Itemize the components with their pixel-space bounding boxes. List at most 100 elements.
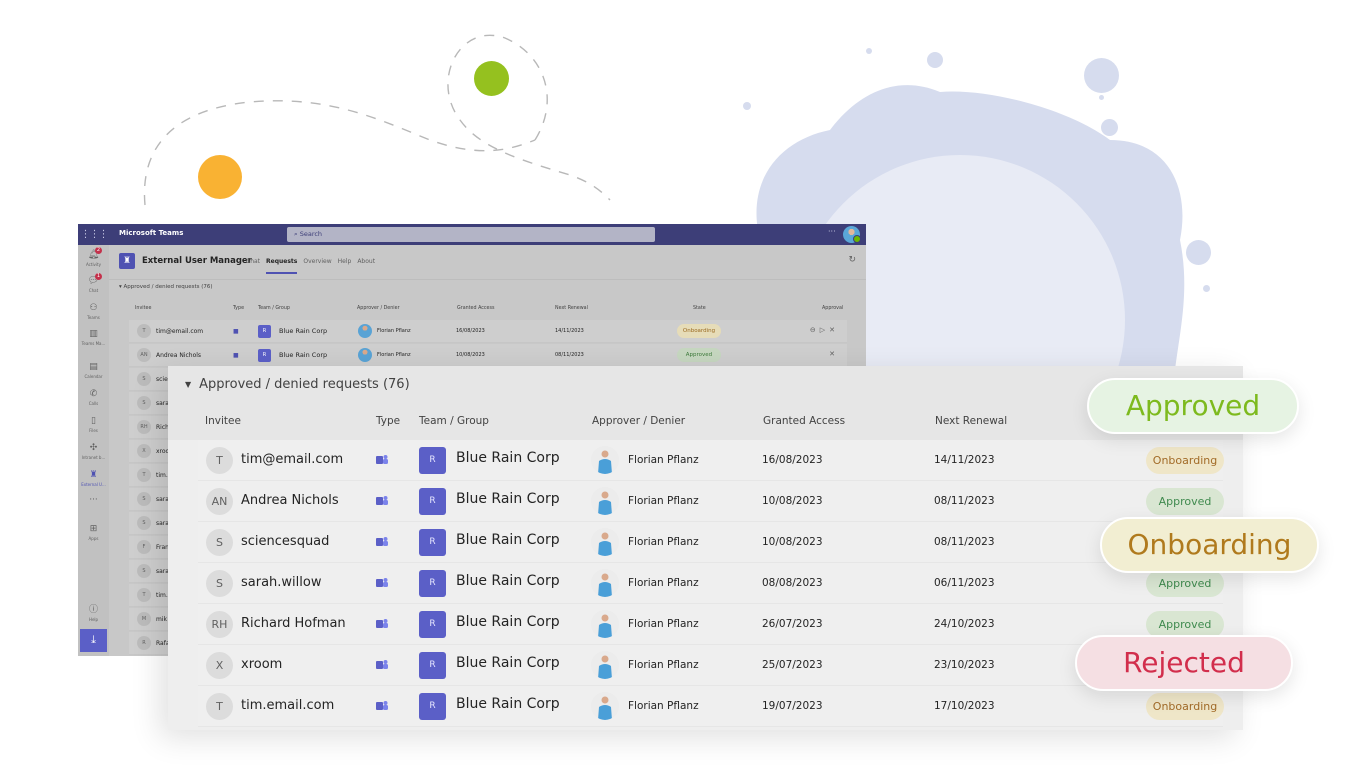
state-badge: Onboarding bbox=[1146, 693, 1224, 720]
panel-header: ▼ Approved / denied requests (76) Invite… bbox=[168, 366, 1243, 440]
tab-help[interactable]: Help bbox=[337, 258, 352, 265]
column-header-invitee[interactable]: Invitee bbox=[205, 415, 241, 427]
tab-about[interactable]: About bbox=[357, 258, 376, 265]
teams-type-icon bbox=[376, 660, 388, 669]
group-avatar: R bbox=[419, 570, 446, 597]
approver-name: Florian Pflanz bbox=[628, 536, 699, 548]
state-badge: Approved bbox=[1146, 611, 1224, 638]
renewal-date: 08/11/2023 bbox=[934, 495, 995, 507]
column-header-type[interactable]: Type bbox=[376, 415, 401, 427]
approval-actions: ⊖▷✕ bbox=[810, 326, 839, 334]
rail-item-chat[interactable]: 💬︎ 1 Chat bbox=[78, 273, 109, 293]
bg-table-row[interactable]: T tim@email.com ■ R Blue Rain Corp Flori… bbox=[129, 320, 847, 343]
decorative-bubble bbox=[927, 52, 943, 68]
granted-date: 19/07/2023 bbox=[762, 700, 823, 712]
intranet-icon: ✣ bbox=[89, 443, 98, 453]
granted-date: 10/08/2023 bbox=[762, 495, 823, 507]
column-header-approver[interactable]: Approver / Denier bbox=[592, 415, 686, 427]
state-badge: Approved bbox=[1146, 570, 1224, 597]
rail-item-more[interactable]: ··· bbox=[78, 495, 109, 505]
section-toggle[interactable]: ▼ Approved / denied requests (76) bbox=[185, 377, 410, 392]
refresh-icon[interactable]: ↻ bbox=[848, 255, 856, 265]
column-header-granted[interactable]: Granted Access bbox=[763, 415, 846, 427]
more-options-button[interactable]: ··· bbox=[828, 227, 836, 236]
send-icon[interactable]: ▷ bbox=[819, 326, 830, 334]
download-icon: ⤓ bbox=[91, 633, 96, 646]
bg-section-toggle[interactable]: ▾ Approved / denied requests (76) bbox=[119, 284, 213, 290]
rail-item-apps[interactable]: ⊞ Apps bbox=[78, 524, 109, 541]
renewal-date: 06/11/2023 bbox=[934, 577, 995, 589]
tab-chat[interactable]: Chat bbox=[246, 258, 261, 265]
approval-actions: ✕ bbox=[829, 350, 839, 358]
rail-item-help[interactable]: ⓘ Help bbox=[78, 605, 109, 622]
teams-type-icon: ■ bbox=[233, 328, 239, 335]
approver-name: Florian Pflanz bbox=[628, 454, 699, 466]
tab-overview[interactable]: Overview bbox=[303, 258, 332, 265]
table-row[interactable]: AN Andrea Nichols R Blue Rain Corp Flori… bbox=[198, 481, 1224, 522]
table-row[interactable]: S sarah.willow R Blue Rain Corp Florian … bbox=[198, 563, 1224, 604]
decorative-green-dot bbox=[474, 61, 509, 96]
bell-icon: 🔔︎ bbox=[87, 250, 100, 260]
rail-item-external-user[interactable]: ♜ External U... bbox=[78, 470, 109, 487]
teams-manager-icon: ▥ bbox=[89, 329, 98, 339]
approver-avatar bbox=[591, 569, 619, 597]
approver-avatar bbox=[591, 651, 619, 679]
invitee-avatar: X bbox=[206, 652, 233, 679]
invitee-name: tim.email.com bbox=[241, 698, 335, 713]
state-badge: Approved bbox=[677, 348, 721, 362]
invitee-name: sarah.willow bbox=[241, 575, 322, 590]
link-icon[interactable]: ⊖ bbox=[809, 326, 820, 334]
app-launcher-icon[interactable]: ⋮⋮⋮ bbox=[80, 229, 109, 240]
table-row[interactable]: S sciencesquad R Blue Rain Corp Florian … bbox=[198, 522, 1223, 563]
rail-item-files[interactable]: ▯ Files bbox=[78, 416, 109, 433]
teams-top-bar: ⋮⋮⋮ Microsoft Teams ⌕ Search ··· bbox=[78, 224, 866, 245]
table-row[interactable]: T tim@email.com R Blue Rain Corp Florian… bbox=[198, 440, 1224, 481]
group-avatar: R bbox=[419, 652, 446, 679]
external-user-icon: ♜ bbox=[89, 470, 98, 480]
decorative-bubble bbox=[1084, 58, 1119, 93]
tab-requests[interactable]: Requests bbox=[266, 258, 298, 274]
state-badge: Approved bbox=[1146, 488, 1224, 515]
table-row[interactable]: T tim.email.com R Blue Rain Corp Florian… bbox=[198, 686, 1224, 727]
approver-avatar bbox=[591, 692, 619, 720]
more-icon: ··· bbox=[89, 495, 98, 505]
help-icon: ⓘ bbox=[88, 605, 98, 615]
external-user-manager-logo-icon: ♜ bbox=[119, 253, 135, 269]
search-icon: ⌕ bbox=[294, 230, 300, 238]
rail-item-teams-manager[interactable]: ▥ Teams Ma... bbox=[78, 329, 109, 346]
rail-item-calls[interactable]: ✆ Calls bbox=[78, 389, 109, 406]
user-avatar[interactable] bbox=[843, 226, 861, 243]
caret-down-icon: ▼ bbox=[185, 380, 192, 389]
granted-date: 16/08/2023 bbox=[762, 454, 823, 466]
granted-date: 08/08/2023 bbox=[762, 577, 823, 589]
table-row[interactable]: RH Richard Hofman R Blue Rain Corp Flori… bbox=[198, 604, 1224, 645]
decorative-bubble bbox=[866, 48, 872, 54]
close-icon[interactable]: ✕ bbox=[829, 326, 839, 334]
group-name: Blue Rain Corp bbox=[456, 450, 560, 466]
rail-item-teams[interactable]: ⚇ Teams bbox=[78, 303, 109, 320]
bg-table-row[interactable]: AN Andrea Nichols ■ R Blue Rain Corp Flo… bbox=[129, 344, 847, 367]
table-row[interactable]: X xroom R Blue Rain Corp Florian Pflanz … bbox=[198, 645, 1223, 686]
invitee-avatar: T bbox=[137, 324, 151, 338]
teams-type-icon bbox=[376, 537, 388, 546]
column-header-renewal[interactable]: Next Renewal bbox=[935, 415, 1008, 427]
decorative-bubble bbox=[1203, 285, 1210, 292]
rail-item-calendar[interactable]: ▤ Calendar bbox=[78, 362, 109, 379]
invitee-avatar: AN bbox=[206, 488, 233, 515]
invitee-avatar: AN bbox=[137, 348, 151, 362]
group-avatar: R bbox=[419, 529, 446, 556]
search-input[interactable]: ⌕ Search bbox=[287, 227, 655, 242]
download-button[interactable]: ⤓ bbox=[80, 629, 107, 652]
rail-item-activity[interactable]: 🔔︎ 2 Activity bbox=[78, 247, 109, 267]
app-title: External User Manager bbox=[142, 256, 252, 266]
rail-item-intranet[interactable]: ✣ Intranet b... bbox=[78, 443, 109, 460]
group-avatar: R bbox=[419, 693, 446, 720]
close-icon[interactable]: ✕ bbox=[829, 350, 839, 358]
renewal-date: 08/11/2023 bbox=[934, 536, 995, 548]
column-header-team[interactable]: Team / Group bbox=[419, 415, 489, 427]
granted-date: 10/08/2023 bbox=[762, 536, 823, 548]
renewal-date: 14/11/2023 bbox=[934, 454, 995, 466]
approver-name: Florian Pflanz bbox=[628, 577, 699, 589]
callout-rejected-badge: Rejected bbox=[1075, 635, 1293, 691]
search-placeholder: Search bbox=[299, 230, 323, 238]
